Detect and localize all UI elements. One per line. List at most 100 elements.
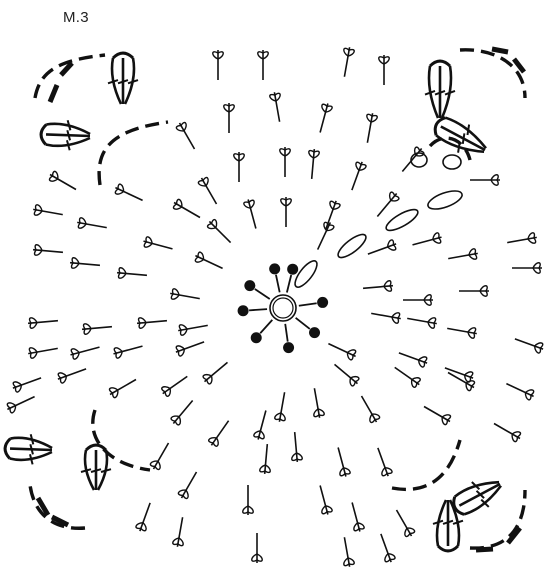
stitch-post [367, 243, 397, 255]
dot [317, 296, 329, 308]
sc-stitch [69, 257, 101, 269]
stitch-post [293, 431, 299, 463]
sc-stitch [319, 103, 333, 133]
stitch-head [321, 103, 333, 113]
stitch-post [12, 377, 42, 389]
stitch-head [511, 431, 522, 443]
stitch-stem [259, 319, 273, 334]
stitch-head [349, 375, 360, 387]
slip-stitch-dots [237, 263, 329, 354]
stitch-post [278, 392, 286, 422]
sc-stitch [114, 183, 143, 202]
stitch-head [202, 373, 213, 385]
stitch-post [394, 366, 420, 386]
treble-post [10, 436, 53, 450]
stitch-post [407, 317, 437, 325]
stitch-post [398, 352, 428, 364]
stitch-head [269, 92, 281, 102]
sc-stitch [175, 121, 196, 150]
stitch-post [380, 533, 392, 563]
stitch-head [423, 294, 432, 306]
stitch-post [337, 447, 347, 477]
sc-stitch [507, 232, 537, 244]
chain-oval [385, 208, 419, 232]
stitch-head [161, 386, 172, 397]
sc-stitch [319, 485, 333, 515]
stitch-head [135, 521, 147, 532]
stitch-head [413, 146, 425, 157]
sc-stitch [362, 280, 394, 292]
stitch-head [308, 149, 320, 159]
stitch-head [117, 267, 127, 279]
stitch-post [115, 186, 143, 202]
stitch-post [170, 292, 200, 300]
stitch-post [178, 122, 196, 150]
stitch-head [441, 414, 452, 426]
sc-stitch [308, 148, 320, 180]
treble-post [427, 65, 440, 119]
stitch-post [444, 367, 474, 379]
stitch-post [313, 388, 321, 418]
sc-stitch [337, 447, 351, 477]
stitch-head [57, 372, 68, 384]
stitch-post [57, 368, 87, 380]
stitch-head [410, 377, 421, 388]
stitch-head [172, 198, 183, 210]
stitch-post [27, 319, 59, 325]
stitch-head [175, 121, 187, 132]
chain-arc [391, 439, 462, 491]
stitch-post [32, 248, 64, 254]
treble-bar [452, 519, 464, 525]
stitch-head [242, 505, 254, 514]
chain-oval [410, 152, 428, 168]
sc-stitch [242, 485, 254, 515]
dot [309, 327, 321, 339]
sc-stitch [366, 113, 378, 143]
stitch-post [49, 173, 77, 191]
stitch-post [69, 261, 101, 267]
stitch-head [233, 153, 245, 162]
stitch-head [137, 317, 147, 329]
sc-stitch [206, 218, 232, 244]
chain-arc [97, 120, 169, 186]
sc-stitch [380, 533, 396, 563]
stitch-head [369, 413, 381, 424]
chain-arcs [28, 46, 527, 553]
stitch-head [291, 452, 303, 462]
stitch-post [257, 410, 267, 440]
sc-stitch [407, 317, 437, 329]
treble-bar [457, 142, 461, 153]
stitch-post [448, 252, 478, 260]
stitch-head [70, 257, 80, 269]
slip-stitch [295, 317, 321, 339]
sc-stitch [253, 410, 267, 440]
treble-bar [466, 124, 471, 136]
sc-stitch [135, 502, 151, 532]
slip-stitch [269, 263, 281, 293]
treble-post [458, 482, 501, 507]
treble-post [9, 450, 53, 462]
sc-stitch [143, 236, 173, 250]
stitch-head [114, 183, 125, 195]
diagram-title: M.3 [63, 9, 89, 26]
treble-top [39, 123, 48, 146]
chain-ovals [294, 152, 463, 288]
sc-stitch [448, 248, 478, 260]
treble-bar [80, 468, 92, 473]
sc-stitch [257, 50, 269, 80]
stitch-head [391, 312, 401, 324]
sc-stitch [459, 285, 489, 297]
chain-oval [442, 154, 462, 170]
treble-post [45, 136, 91, 148]
stitch-head [197, 176, 209, 187]
dot [244, 280, 256, 292]
sc-stitch [57, 368, 87, 384]
treble-bar [100, 468, 112, 473]
treble-post [9, 447, 53, 452]
sc-stitch [343, 47, 355, 77]
sc-stitch [351, 161, 367, 191]
sc-stitch [351, 502, 365, 532]
stitch-head [343, 557, 355, 567]
sc-stitch [251, 533, 263, 563]
